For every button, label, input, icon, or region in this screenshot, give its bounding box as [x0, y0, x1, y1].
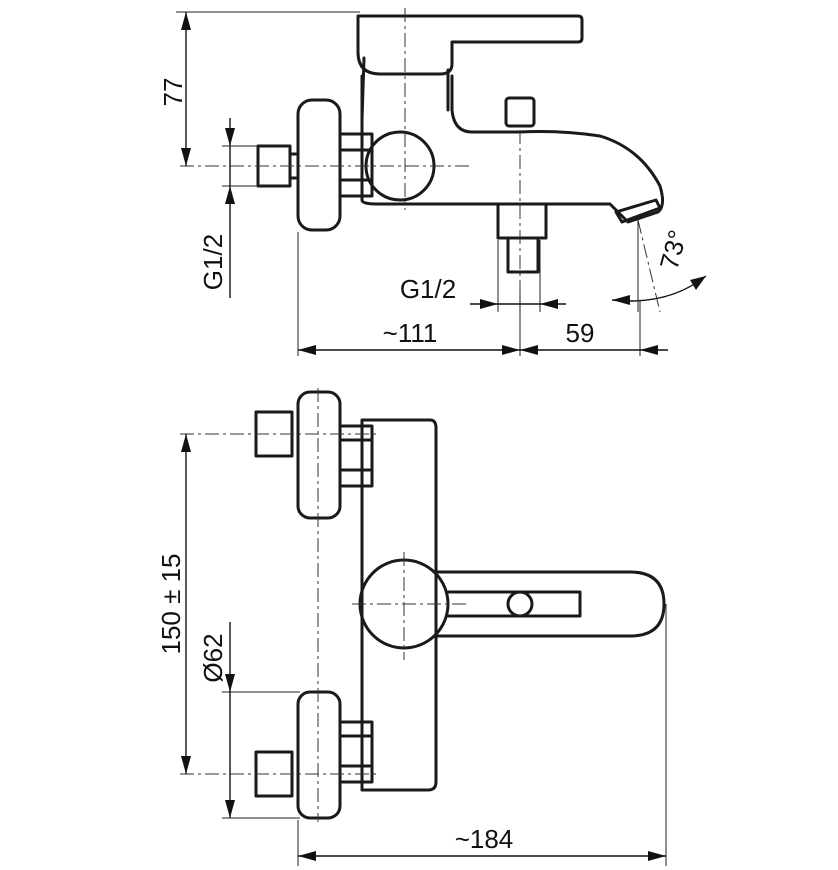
angle73-label: 73° [654, 227, 693, 273]
dim184-arrow-right [648, 851, 666, 861]
angle73-arrow-right [690, 276, 706, 290]
side-inlet-connector [256, 144, 300, 188]
dim184-label: ~184 [455, 824, 514, 854]
side-diverter-knob [504, 96, 536, 128]
angle73-arrow-left [612, 295, 630, 305]
top-upper-flange [296, 390, 342, 520]
dim77-label: 77 [158, 78, 188, 107]
dim111-arrow-right [502, 345, 520, 355]
dim184-arrow-left [298, 851, 316, 861]
top-upper-hex-nut [338, 424, 374, 488]
side-body-spout [360, 74, 665, 224]
side-view: 77 G1/2 G1/2 73° ~111 59 [158, 8, 707, 356]
top-diverter-knob [506, 590, 534, 618]
g12-outlet-arrow-left [480, 299, 498, 309]
g12-outlet-arrow-right [540, 299, 558, 309]
dim59-arrow-right [640, 345, 658, 355]
top-upper-inlet [254, 410, 294, 458]
side-lever-handle [356, 14, 584, 76]
dim150-arrow-top [181, 434, 191, 452]
g12-left-label: G1/2 [198, 234, 228, 290]
dia62-arrow-bottom [225, 800, 235, 818]
side-bottom-outlet [496, 202, 548, 274]
top-lower-flange [296, 690, 342, 820]
top-spout-body [434, 570, 666, 638]
side-spout-centerline [637, 219, 661, 313]
top-view: 150 ± 15 Ø62 ~184 [156, 388, 667, 866]
dim150-arrow-bottom [181, 756, 191, 774]
g12-left-arrow-top [225, 128, 235, 146]
top-lower-hex-nut [338, 720, 374, 784]
dim111-label: ~111 [383, 318, 438, 348]
dim59-label: 59 [566, 318, 595, 348]
side-wall-flange [296, 98, 342, 232]
side-aerator [614, 198, 662, 224]
top-lower-inlet [254, 750, 294, 798]
dia62-arrow-top [225, 674, 235, 692]
dim111-arrow-left [298, 345, 316, 355]
top-main-body [360, 418, 438, 792]
dim150-label: 150 ± 15 [156, 553, 186, 654]
g12-outlet-label: G1/2 [400, 274, 456, 304]
g12-left-arrow-bottom [225, 186, 235, 204]
dia62-label: Ø62 [198, 633, 228, 682]
dim77-arrow-bottom [181, 148, 191, 166]
dim77-arrow-top [181, 12, 191, 30]
dim59-arrow-left [520, 345, 538, 355]
top-lever [446, 590, 582, 618]
